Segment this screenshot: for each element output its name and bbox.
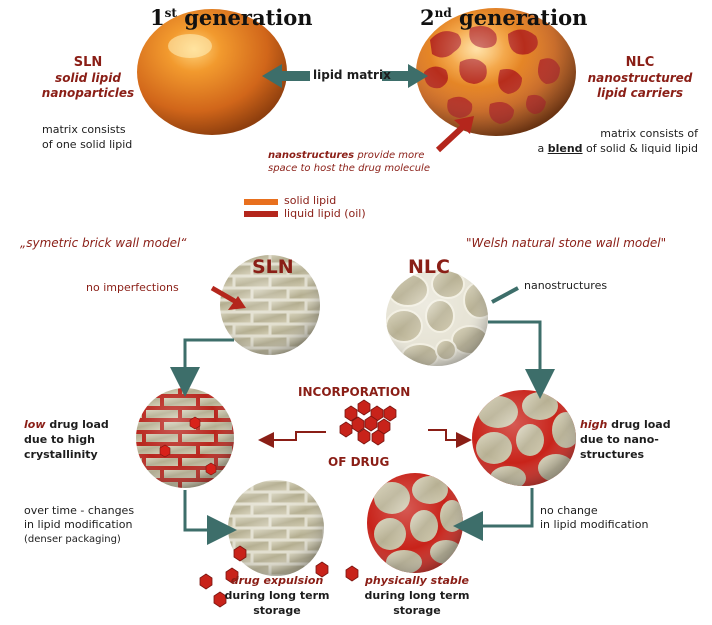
sln-abbr: SLN [28, 56, 148, 71]
arrow-sln-to-left [185, 340, 234, 382]
drug-cluster [340, 400, 396, 445]
low-load-line3: crystallinity [24, 449, 98, 462]
of-drug-label: OF DRUG [328, 456, 389, 470]
legend-solid-label: solid lipid [284, 195, 336, 208]
high-load-line3: structures [580, 449, 644, 462]
legend-solid-swatch [244, 199, 278, 205]
left-change-line3: (denser packaging) [24, 534, 121, 546]
brick-wall-model: „symetric brick wall model“ [20, 237, 187, 251]
nanostructures-note-line1: nanostructures provide more [268, 150, 424, 162]
incorporate-left-arrow [266, 432, 326, 440]
sln-line1: solid lipid [28, 72, 148, 86]
sln-matrix-line2: of one solid lipid [42, 139, 132, 152]
legend-liquid-swatch [244, 211, 278, 217]
second-generation-heading: 2nd generation [420, 6, 587, 30]
stable-line3: storage [362, 605, 472, 618]
nlc-matrix-line1: matrix consists of [540, 128, 698, 141]
expulsion-line2: during long term [222, 590, 332, 603]
stone-wall-model: "Welsh natural stone wall model" [466, 237, 666, 251]
high-load-line1: high drug load [580, 419, 671, 432]
sln-expulsion-ball [220, 475, 332, 585]
expulsion-line3: storage [222, 605, 332, 618]
low-load-line1: low drug load [24, 419, 109, 432]
sln-low-load-ball [130, 382, 240, 494]
physically-stable-label: physically stable [362, 575, 472, 588]
sln-matrix-line1: matrix consists [42, 124, 126, 137]
nlc-line1: nanostructured [580, 72, 700, 86]
nlc-high-load-ball [465, 385, 580, 495]
nanostructures-label: nanostructures [524, 280, 607, 293]
left-change-line1: over time - changes [24, 505, 134, 518]
nlc-abbr: NLC [580, 56, 700, 71]
right-change-line1: no change [540, 505, 598, 518]
nlc-matrix-line2: a blend of solid & liquid lipid [480, 143, 698, 156]
first-generation-heading: 1st generation [150, 6, 313, 30]
nlc-line2: lipid carriers [580, 87, 700, 101]
nanostructures-arrow [438, 124, 466, 150]
nanostructures-pointer [492, 288, 518, 302]
drug-expulsion-label: drug expulsion [222, 575, 332, 588]
arrow-right-to-bottom [468, 488, 532, 526]
nlc-stone-ball [380, 265, 496, 375]
low-load-line2: due to high [24, 434, 95, 447]
lipid-matrix-label: lipid matrix [313, 69, 391, 83]
nlc-stable-ball [360, 470, 475, 580]
high-load-line2: due to nano- [580, 434, 659, 447]
arrow-left-to-bottom [185, 490, 222, 530]
legend-liquid-label: liquid lipid (oil) [284, 208, 366, 221]
arrow-nlc-to-right [488, 322, 540, 384]
stable-line2: during long term [362, 590, 472, 603]
nlc-mid-label: NLC [408, 257, 450, 279]
incorporate-right-arrow [428, 430, 464, 440]
sln-line2: nanoparticles [28, 87, 148, 101]
sln-mid-label: SLN [252, 257, 294, 279]
incorporation-label: INCORPORATION [298, 386, 410, 400]
nanostructures-note-line2: space to host the drug molecule [268, 163, 430, 175]
left-change-line2: in lipid modification [24, 519, 132, 532]
right-change-line2: in lipid modification [540, 519, 648, 532]
no-imperfections-label: no imperfections [86, 282, 179, 295]
